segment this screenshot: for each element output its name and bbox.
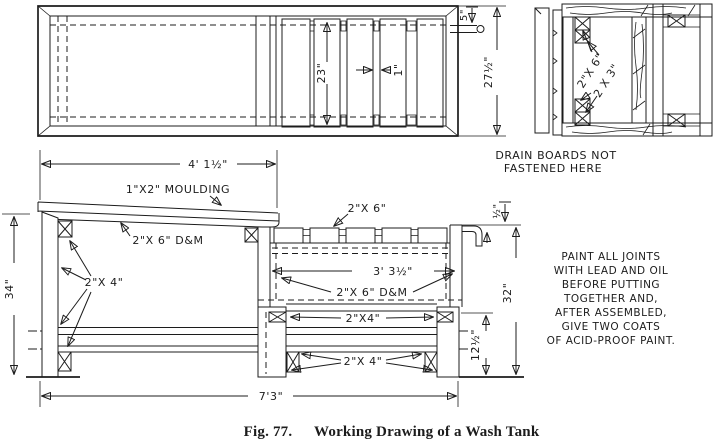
dim-slat-length-label: 23" (315, 63, 328, 84)
drain-note-line2: FASTENED HERE (504, 162, 602, 175)
label-tank-side-text: 2"X 6" D&M (336, 286, 407, 299)
paint-note-line3: BEFORE PUTTING (562, 279, 660, 291)
dim-leg-height-label: 12½" (469, 329, 482, 361)
plan-inner-frame (49, 15, 447, 127)
dim-total-length: 7'3" (39, 381, 459, 407)
dim-faucet-offset-label: 5" (459, 9, 470, 21)
paint-note-line4: TOGETHER AND, (563, 293, 658, 305)
tank-right-wall (449, 224, 463, 307)
label-moulding: 1"X2" MOULDING (126, 183, 230, 196)
tank-hidden-rim (272, 247, 448, 254)
tank-left-wall (257, 227, 271, 307)
plan-corner-miters (37, 5, 459, 137)
paint-note-line7: OF ACID-PROOF PAINT. (547, 335, 676, 347)
dim-height-left: 34" (2, 213, 30, 374)
plan-hidden-horizontals (50, 24, 446, 118)
dim-overhang-label: ½" (491, 203, 503, 219)
end-tank-wall-section (631, 16, 647, 124)
end-right-post-near (652, 3, 664, 137)
faucet (461, 225, 483, 247)
label-tank-top-2x6: 2"X 6" (348, 202, 387, 215)
plan-view: 23" 1" 5" 27½" (37, 5, 506, 137)
paint-note: PAINT ALL JOINTS WITH LEAD AND OIL BEFOR… (547, 251, 676, 347)
drain-note-line1: DRAIN BOARDS NOT (495, 149, 616, 162)
end-right-rails (663, 14, 700, 127)
dim-board-length: 4' 1½" (39, 150, 278, 208)
sloped-drain-board (37, 201, 280, 228)
plan-hidden-left-lines (57, 16, 68, 126)
dim-slat-gap: 1" (356, 63, 405, 77)
figure-caption: Fig. 77. Working Drawing of a Wash Tank (244, 424, 540, 440)
label-tank-side-dm: 2"X 6" D&M (282, 274, 452, 299)
paint-note-line5: AFTER ASSEMBLED, (555, 307, 667, 319)
dim-slat-gap-label: 1" (392, 63, 405, 76)
label-rail-lower-text: 2"X 4" (344, 355, 383, 368)
dim-tank-length: 3' 3½" (273, 265, 454, 278)
dim-plan-width: 27½" (459, 5, 506, 137)
label-rail-upper-text: 2"X4" (346, 312, 381, 325)
end-right-post-far (699, 3, 713, 137)
tank-hidden-lines (258, 243, 462, 301)
dim-height-right-label: 32" (501, 283, 514, 304)
label-rail-upper: 2"X4" (291, 312, 433, 325)
tank-top-slats (270, 227, 450, 244)
tank-left-cleat-block (244, 227, 259, 243)
paint-note-line1: PAINT ALL JOINTS (561, 251, 660, 263)
dim-slat-length: 23" (315, 23, 328, 124)
dim-plan-width-label: 27½" (482, 56, 495, 88)
caption-fig-number: Fig. 77. (244, 424, 293, 440)
end-left-post (534, 7, 550, 134)
plan-drain-board-slats (281, 18, 444, 128)
label-rail-lower: 2"X 4" (292, 354, 432, 370)
end-view: 2"X 6" 2 X 3" DRAIN BOARDS NOT FASTENED … (495, 3, 713, 175)
label-legs-text: 2"X 4" (85, 276, 124, 289)
dim-total-length-label: 7'3" (259, 390, 283, 403)
plan-faucet (450, 25, 485, 33)
left-leg (41, 211, 73, 378)
tank-legs (257, 306, 473, 378)
dim-board-length-label: 4' 1½" (188, 158, 228, 171)
paint-note-line6: GIVE TWO COATS (562, 321, 661, 333)
long-rails (58, 327, 437, 353)
dim-tank-length-label: 3' 3½" (373, 265, 413, 278)
label-legs-2x4: 2"X 4" (61, 241, 123, 346)
side-elevation: 4' 1½" 1"X2" MOULDING 2"X 6" D&M 34" 2"X… (2, 150, 524, 407)
dim-height-right: 32" (501, 228, 516, 374)
dim-faucet-offset: 5" (459, 6, 478, 22)
dim-height-left-label: 34" (3, 279, 16, 300)
end-tank-side-board (562, 16, 574, 124)
rail-centerline-left (28, 330, 44, 350)
dim-leg-height: 12½" (461, 312, 493, 374)
tank-bottom-rail (286, 303, 437, 312)
tank-body (244, 224, 463, 312)
dim-overhang: ½" (487, 201, 511, 243)
paint-note-line2: WITH LEAD AND OIL (554, 265, 668, 277)
label-board-dm: 2"X 6" D&M (132, 234, 203, 247)
plan-tank-wall-lines (255, 16, 277, 126)
drain-boards-note: DRAIN BOARDS NOT FASTENED HERE (495, 149, 616, 175)
end-drain-board-edge (552, 9, 563, 136)
caption-title: Working Drawing of a Wash Tank (314, 424, 540, 440)
